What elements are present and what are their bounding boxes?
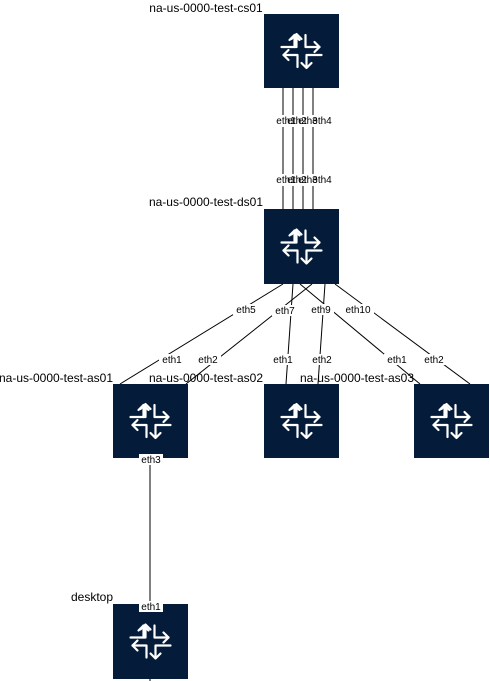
port-label: eth10 <box>345 305 370 316</box>
node-as03[interactable]: na-us-0000-test-as03 <box>300 371 489 458</box>
link-ds01-as02-a[interactable] <box>285 283 294 385</box>
port-label: eth3 <box>298 175 318 186</box>
node-label-desktop: desktop <box>71 590 113 604</box>
port-label: eth2 <box>312 355 332 366</box>
link-ds01-as01-b[interactable] <box>185 283 313 385</box>
node-label-as01: na-us-0000-test-as01 <box>0 371 113 385</box>
port-labels-ds01-down: eth5 eth7 eth9 eth10 <box>233 304 374 317</box>
port-label: eth5 <box>236 305 256 316</box>
link-ds01-as03-a[interactable] <box>299 283 421 385</box>
node-label-as03: na-us-0000-test-as03 <box>300 371 414 385</box>
node-cs01[interactable]: na-us-0000-test-cs01 <box>149 1 339 88</box>
port-label: eth1 <box>162 355 182 366</box>
node-label-cs01: na-us-0000-test-cs01 <box>149 1 263 15</box>
port-label: eth1 <box>387 355 407 366</box>
port-label: eth2 <box>287 175 307 186</box>
port-label: eth1 <box>141 602 161 613</box>
node-ds01[interactable]: na-us-0000-test-ds01 <box>149 195 339 284</box>
port-label: eth9 <box>311 305 331 316</box>
link-ds01-as02-b[interactable] <box>317 283 326 385</box>
links-ds01-access <box>119 283 471 385</box>
port-labels-desktop-link: eth3 eth1 <box>139 454 163 613</box>
port-label: eth7 <box>275 306 295 317</box>
as02-box[interactable] <box>264 384 339 458</box>
ds01-box[interactable] <box>264 209 339 284</box>
port-label: eth2 <box>198 355 218 366</box>
port-label: eth4 <box>312 116 332 127</box>
node-as01[interactable]: na-us-0000-test-as01 <box>0 371 188 458</box>
node-desktop[interactable]: desktop <box>71 590 188 679</box>
port-label: eth1 <box>273 355 293 366</box>
port-labels-access: eth1 eth2 eth1 eth2 eth1 eth2 <box>159 354 447 366</box>
node-label-ds01: na-us-0000-test-ds01 <box>149 195 263 209</box>
links-cs01-ds01 <box>282 86 314 212</box>
cs01-box[interactable] <box>264 14 339 88</box>
link-ds01-as03-b[interactable] <box>334 283 471 385</box>
node-as02[interactable]: na-us-0000-test-as02 <box>149 371 339 458</box>
port-label: eth3 <box>298 116 318 127</box>
port-label: eth3 <box>141 455 161 466</box>
link-ds01-as01-a[interactable] <box>119 283 284 385</box>
port-labels-ds01-up: eth1 eth2 eth3 eth4 <box>273 174 333 186</box>
port-label: eth1 <box>276 116 296 127</box>
desktop-box[interactable] <box>113 604 188 679</box>
port-label: eth2 <box>424 355 444 366</box>
port-label: eth1 <box>276 175 296 186</box>
port-label: eth2 <box>287 116 307 127</box>
port-label: eth4 <box>312 175 332 186</box>
port-labels-cs01: eth1 eth2 eth3 eth4 <box>273 115 333 127</box>
as01-box[interactable] <box>113 384 188 458</box>
node-label-as02: na-us-0000-test-as02 <box>149 371 263 385</box>
as03-box[interactable] <box>414 384 489 458</box>
